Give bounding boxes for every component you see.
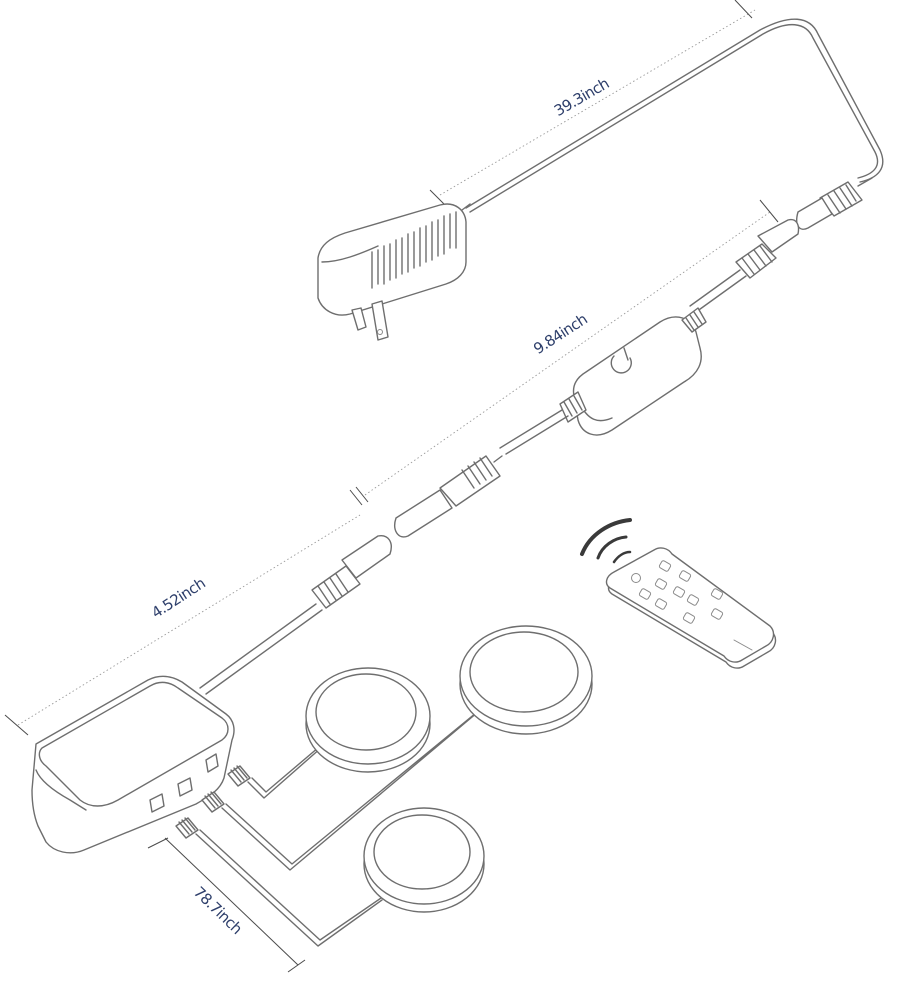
power-button-icon <box>610 347 632 374</box>
adapter-cable <box>465 18 884 213</box>
dc-connector-switch-input-icon <box>689 218 800 313</box>
hub-cable <box>199 603 323 695</box>
dc-connector-top-icon <box>796 177 873 230</box>
dimension-line-9-84 <box>349 199 779 506</box>
junction-box-icon <box>31 675 235 854</box>
puck-cable-1 <box>227 735 333 799</box>
signal-waves-icon <box>580 518 632 564</box>
dimension-line-4-52 <box>4 514 361 736</box>
dc-connector-middle-icon <box>394 455 503 538</box>
switch-cable <box>499 409 569 455</box>
power-adapter-icon <box>317 203 471 341</box>
puck-light-1-icon <box>305 667 431 773</box>
dimension-line-39-3 <box>429 0 756 206</box>
inline-switch <box>559 307 707 436</box>
puck-light-3-icon <box>363 807 485 913</box>
puck-cable-3 <box>175 817 385 947</box>
dimension-line-78-7 <box>147 837 306 973</box>
puck-cable-2 <box>201 707 483 871</box>
dc-connector-hub-icon <box>311 535 392 609</box>
remote-control-icon <box>605 547 777 669</box>
puck-light-2-icon <box>459 625 593 735</box>
